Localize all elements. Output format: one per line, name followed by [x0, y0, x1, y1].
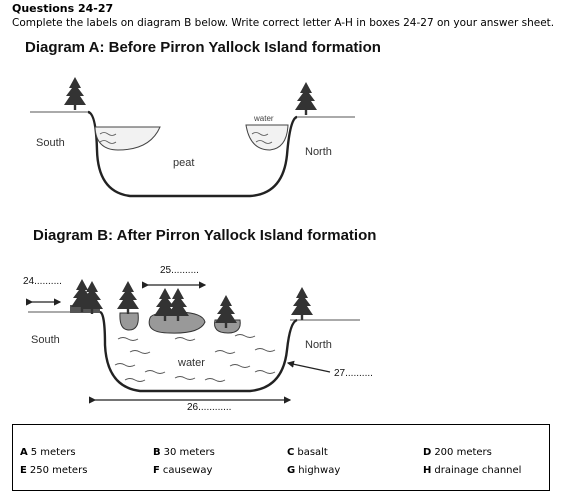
diagram-b-title: Diagram B: After Pirron Yallock Island f…: [33, 227, 377, 244]
diagram-b-water-label: water: [178, 357, 205, 369]
diagram-a-drawing: [30, 77, 355, 198]
blank-24: 24..........: [23, 276, 62, 287]
diagram-a-title: Diagram A: Before Pirron Yallock Island …: [25, 39, 381, 56]
instruction-text: Complete the labels on diagram B below. …: [12, 17, 555, 29]
diagram-b-drawing: [26, 279, 360, 404]
diagram-a-north-label: North: [305, 146, 332, 158]
blank-25: 25..........: [160, 265, 199, 276]
diagram-a-peat-label: peat: [173, 157, 195, 169]
blank-26: 26............: [187, 402, 232, 413]
diagram-b-south-label: South: [31, 334, 60, 346]
question-range: Questions 24-27: [12, 2, 114, 15]
diagram-b-north-label: North: [305, 339, 332, 351]
blank-27: 27..........: [334, 368, 373, 379]
diagram-a-south-label: South: [36, 137, 65, 149]
diagram-a-water-label: water: [254, 114, 274, 123]
